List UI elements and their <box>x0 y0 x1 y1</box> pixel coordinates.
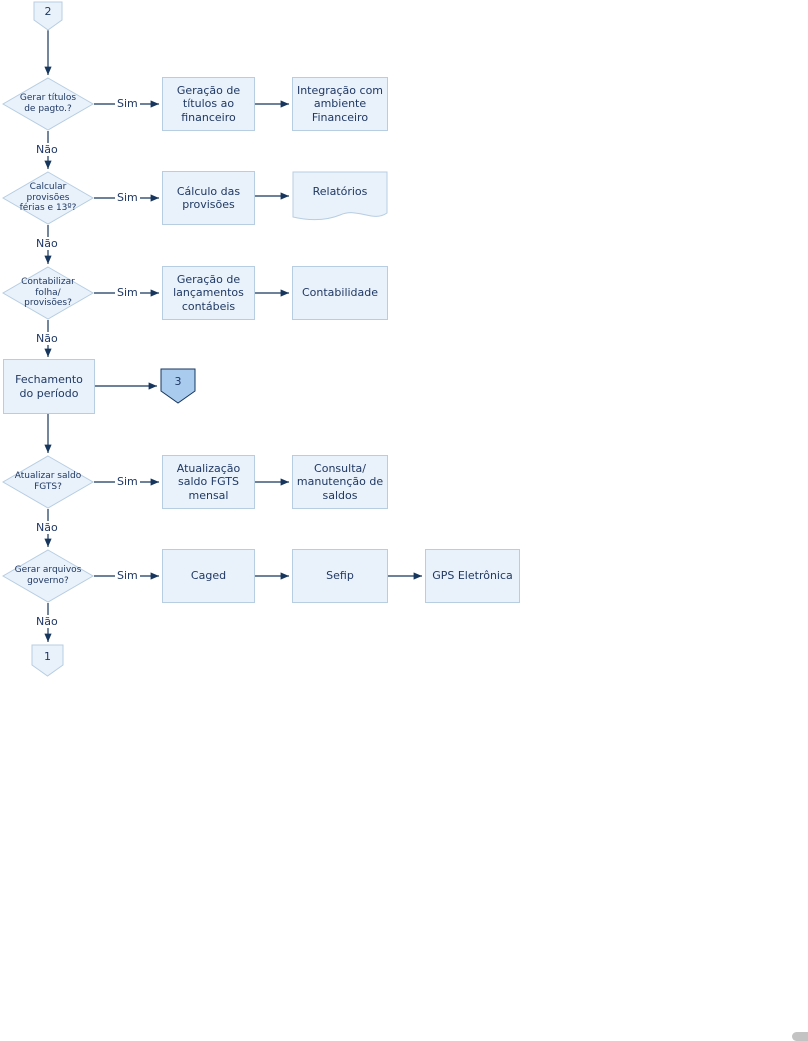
process-label: Fechamento do período <box>15 373 83 400</box>
document-shape <box>292 171 388 221</box>
scrollbar-corner <box>792 1032 808 1041</box>
process-label: Atualização saldo FGTS mensal <box>176 462 241 502</box>
edge-label-nao: Não <box>34 143 60 156</box>
decision-label: Gerar arquivos governo? <box>14 565 82 586</box>
offpage-connector-shape <box>160 368 196 404</box>
decision-label: Gerar títulos de pagto.? <box>19 93 77 114</box>
document-label: Relatórios <box>312 185 368 199</box>
edge-label-sim: Sim <box>115 191 140 204</box>
process-label: Geração de lançamentos contábeis <box>173 273 244 313</box>
connector-label: 3 <box>174 375 182 389</box>
process-consulta-saldos: Consulta/ manutenção de saldos <box>292 455 388 509</box>
offpage-connector-shape <box>31 644 64 677</box>
process-label: GPS Eletrônica <box>432 569 513 583</box>
decision-shape <box>2 266 94 320</box>
edge-label-nao: Não <box>34 237 60 250</box>
process-sefip: Sefip <box>292 549 388 603</box>
document-relatorios: Relatórios <box>292 171 388 225</box>
offpage-connector-3: 3 <box>160 368 196 404</box>
edge-label-sim: Sim <box>115 286 140 299</box>
process-fechamento-periodo: Fechamento do período <box>3 359 95 414</box>
process-label: Sefip <box>326 569 354 583</box>
process-label: Consulta/ manutenção de saldos <box>296 462 384 502</box>
edge-label-sim: Sim <box>115 475 140 488</box>
decision-atualizar-fgts: Atualizar saldo FGTS? <box>2 455 94 509</box>
process-lancamentos-contabeis: Geração de lançamentos contábeis <box>162 266 255 320</box>
process-geracao-titulos: Geração de títulos ao financeiro <box>162 77 255 131</box>
decision-calcular-provisoes: Calcular provisões férias e 13º? <box>2 171 94 225</box>
edge-label-sim: Sim <box>115 97 140 110</box>
connector-label: 1 <box>44 649 51 663</box>
decision-shape <box>2 455 94 509</box>
edge-label-nao: Não <box>34 615 60 628</box>
decision-shape <box>2 549 94 603</box>
decision-shape <box>2 77 94 131</box>
process-calculo-provisoes: Cálculo das provisões <box>162 171 255 225</box>
decision-gerar-titulos: Gerar títulos de pagto.? <box>2 77 94 131</box>
process-caged: Caged <box>162 549 255 603</box>
edge-label-sim: Sim <box>115 569 140 582</box>
process-atualizacao-fgts: Atualização saldo FGTS mensal <box>162 455 255 509</box>
process-label: Geração de títulos ao financeiro <box>176 84 241 124</box>
edge-label-nao: Não <box>34 521 60 534</box>
process-label: Caged <box>190 569 227 583</box>
process-label: Integração com ambiente Financeiro <box>296 84 384 124</box>
offpage-connector-shape <box>33 1 63 31</box>
decision-contabilizar: Contabilizar folha/ provisões? <box>2 266 94 320</box>
connector-label: 2 <box>44 5 52 19</box>
decision-shape <box>2 171 94 225</box>
edge-label-nao: Não <box>34 332 60 345</box>
process-contabilidade: Contabilidade <box>292 266 388 320</box>
decision-gerar-arquivos-governo: Gerar arquivos governo? <box>2 549 94 603</box>
process-gps-eletronica: GPS Eletrônica <box>425 549 520 603</box>
process-label: Cálculo das provisões <box>176 184 241 211</box>
process-label: Contabilidade <box>301 286 379 300</box>
decision-label: Contabilizar folha/ provisões? <box>21 277 75 309</box>
decision-label: Calcular provisões férias e 13º? <box>19 182 77 214</box>
decision-label: Atualizar saldo FGTS? <box>14 471 82 492</box>
offpage-connector-1: 1 <box>31 644 64 677</box>
offpage-connector-2: 2 <box>33 1 63 31</box>
process-integracao-financeiro: Integração com ambiente Financeiro <box>292 77 388 131</box>
